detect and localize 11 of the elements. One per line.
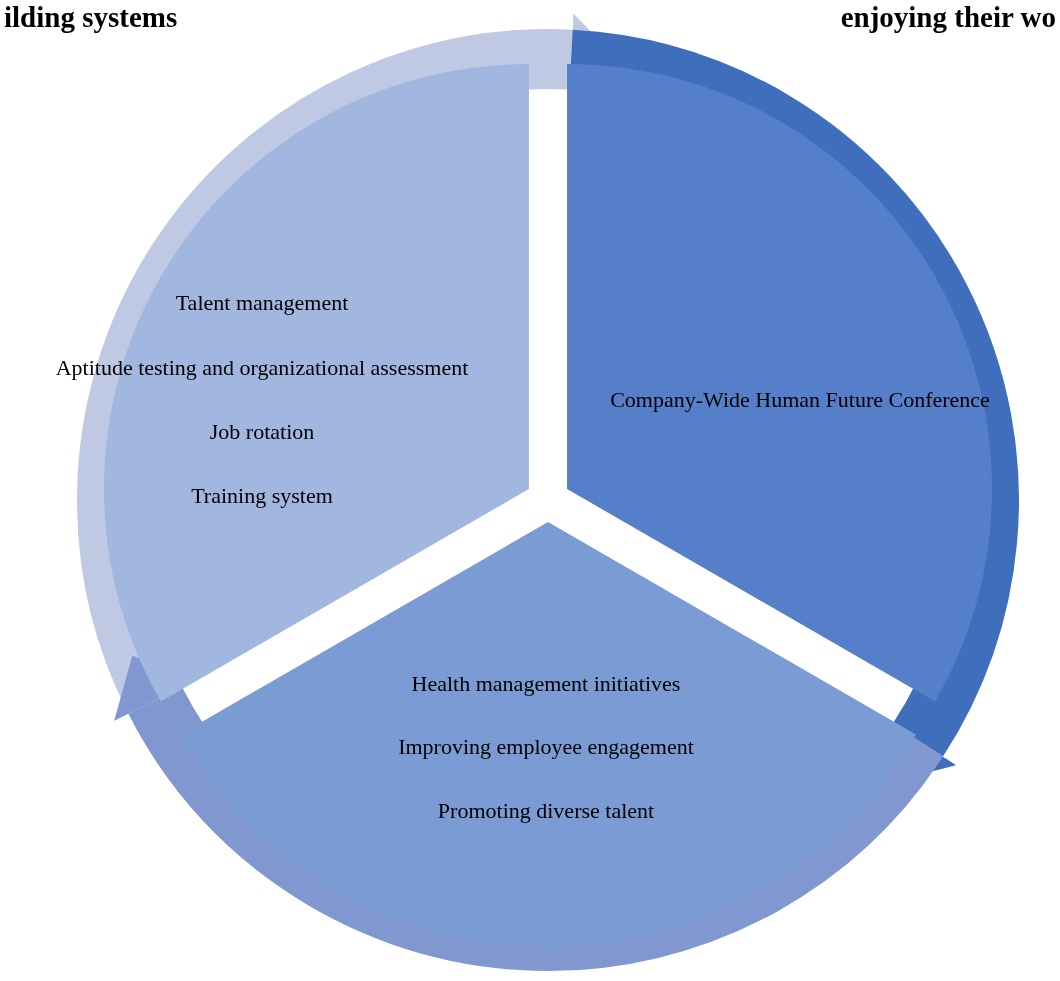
- list-item-text: Aptitude testing and organizational assessment: [55, 355, 469, 381]
- heading-text: ilding systems: [4, 0, 178, 34]
- list-item-text: Promoting diverse talent: [437, 798, 655, 824]
- list-item-text: Job rotation: [209, 419, 315, 445]
- list-item-text: Company-Wide Human Future Conference: [610, 387, 990, 413]
- list-item-text: Health management initiatives: [411, 671, 681, 697]
- curved-arrow: [115, 657, 942, 971]
- list-item-text: Improving employee engagement: [398, 734, 694, 760]
- list-item-text: Training system: [191, 483, 333, 509]
- heading-text: enjoying their wo: [840, 0, 1056, 34]
- list-item-text: Talent management: [175, 290, 349, 316]
